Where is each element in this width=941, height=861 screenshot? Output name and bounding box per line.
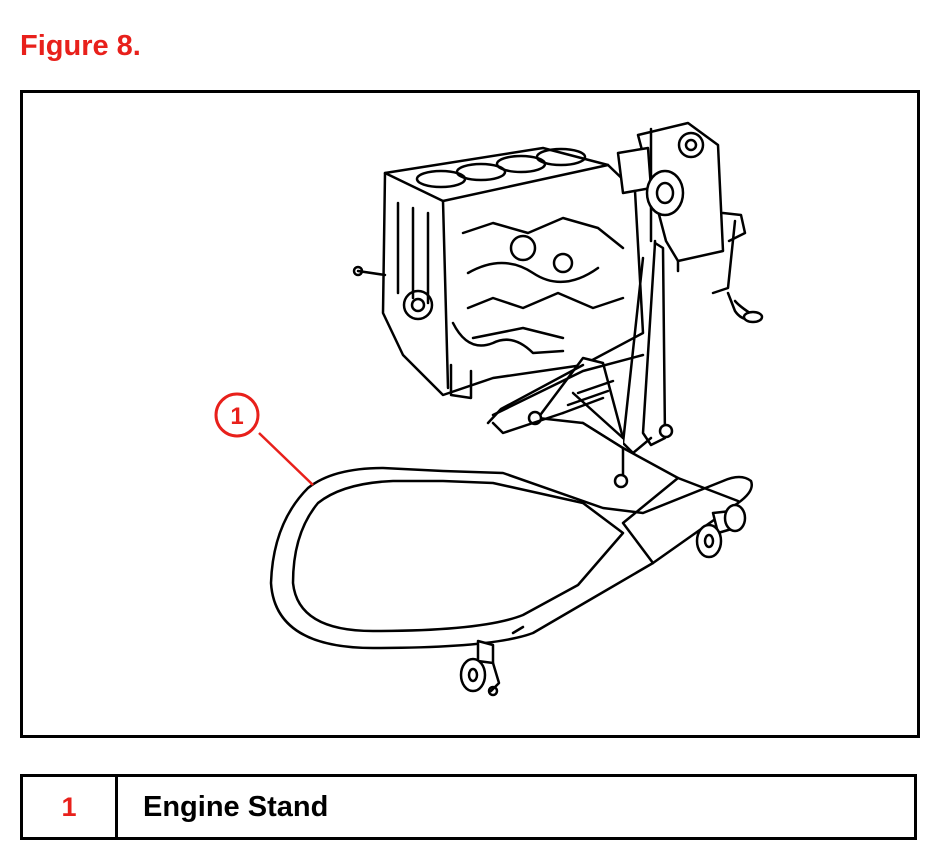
legend-label: Engine Stand — [143, 790, 329, 823]
callout-number: 1 — [230, 403, 243, 430]
legend-number: 1 — [23, 777, 118, 837]
figure-frame: 1 — [20, 90, 920, 738]
mounting-head — [616, 121, 764, 324]
stand-base-frame — [269, 353, 753, 650]
engine-stand-illustration: 1 — [214, 121, 764, 697]
legend-table: 1 Engine Stand — [20, 774, 917, 840]
upright-post — [527, 241, 674, 489]
figure-title: Figure 8. — [20, 30, 141, 62]
caster-wheels — [459, 503, 747, 697]
callout-1: 1 — [214, 392, 314, 486]
engine-block — [352, 146, 645, 400]
callout-circle — [214, 392, 260, 438]
callout-leader-line — [258, 432, 314, 486]
